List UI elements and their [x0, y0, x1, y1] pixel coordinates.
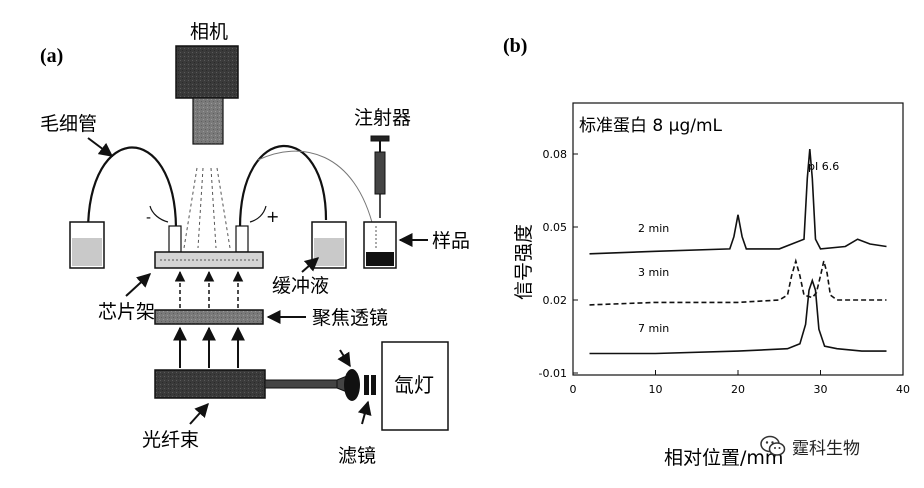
x-tick-label-1: 10 — [649, 383, 663, 396]
chip-holder-arrow — [125, 273, 152, 297]
camera-label: 相机 — [190, 21, 228, 43]
capillary-arrow — [87, 137, 114, 157]
fiber-bundle-arrow — [189, 402, 209, 425]
focus-lens-plate — [154, 309, 264, 325]
chip-holder — [154, 251, 264, 269]
camera: 相机 — [175, 21, 239, 145]
buffer-arrow — [301, 257, 320, 273]
camera-view-lines — [183, 167, 231, 249]
left-capillary-tube — [86, 146, 178, 233]
filter-label: 滤镜 — [338, 445, 376, 467]
left-lead — [149, 205, 169, 223]
chart-marks: -0.01 0.02 0.05 0.08 0 10 20 30 40 2 min 3 min 7 mi… — [539, 148, 910, 396]
x-axis-label: 相对位置/mm — [664, 447, 783, 469]
series-label-2: 7 min — [638, 322, 669, 335]
chart-title: 标准蛋白 8 μg/mL — [579, 116, 723, 136]
chip-reservoir-right — [235, 225, 249, 253]
lamp-lens — [344, 369, 360, 401]
syringe: 注射器 — [354, 107, 411, 218]
series-label-1: 3 min — [638, 266, 669, 279]
filter-plate-2 — [371, 375, 376, 395]
y-tick-label-0: -0.01 — [539, 367, 567, 380]
chip-holder-label: 芯片架 — [98, 301, 155, 323]
x-tick-label-4: 40 — [896, 383, 910, 396]
plot-frame — [572, 102, 904, 376]
xenon-lamp-label: 氙灯 — [394, 373, 434, 397]
y-tick-label-1: 0.02 — [543, 294, 568, 307]
pi-annotation: pI 6.6 — [808, 160, 839, 173]
right-lead — [249, 205, 267, 223]
watermark-text: 霆科生物 — [792, 438, 860, 459]
left-buffer-vial — [69, 221, 105, 269]
chip-reservoir-left — [168, 225, 182, 253]
minus-sign: - — [146, 210, 151, 226]
xenon-lamp-box — [381, 341, 449, 431]
sample-capillary-line — [257, 150, 375, 231]
series-label-0: 2 min — [638, 222, 669, 235]
fiber-bundle-label: 光纤束 — [142, 429, 199, 451]
x-tick-label-3: 30 — [814, 383, 828, 396]
buffer-label: 缓冲液 — [272, 275, 329, 297]
syringe-label: 注射器 — [354, 107, 411, 129]
right-buffer-vial — [311, 221, 347, 269]
series-line-2 — [589, 277, 887, 355]
watermark: 霆科生物 — [760, 434, 860, 459]
sample-label: 样品 — [432, 230, 470, 252]
series-line-0 — [589, 149, 887, 255]
y-axis-label: 信号强度 — [513, 224, 535, 300]
light-arrows — [173, 270, 245, 368]
panel-b-tag: (b) — [503, 35, 527, 57]
right-capillary-tube — [238, 144, 328, 229]
camera-lens — [192, 97, 224, 145]
panel-b: (b) 标准蛋白 8 μg/mL 信号强度 相对位置/mm pI 6.6 -0.… — [503, 35, 910, 469]
filter-arrow — [357, 400, 372, 425]
wechat-icon — [760, 435, 786, 456]
x-tick-label-2: 20 — [731, 383, 745, 396]
capillary-label: 毛细管 — [40, 113, 97, 135]
x-tick-label-0: 0 — [570, 383, 577, 396]
y-tick-label-2: 0.05 — [543, 221, 568, 234]
focus-lens-label: 聚焦透镜 — [312, 307, 388, 329]
camera-body — [175, 45, 239, 99]
filter-plate-1 — [364, 375, 369, 395]
y-tick-label-3: 0.08 — [543, 148, 568, 161]
fiber-bundle — [154, 369, 353, 399]
sample-vial — [363, 221, 397, 269]
panel-a: (a) 相机 毛细管 - + — [40, 21, 470, 467]
plus-sign: + — [266, 207, 279, 226]
panel-a-tag: (a) — [40, 45, 63, 67]
focus-lens-lower-arrow — [337, 349, 351, 368]
